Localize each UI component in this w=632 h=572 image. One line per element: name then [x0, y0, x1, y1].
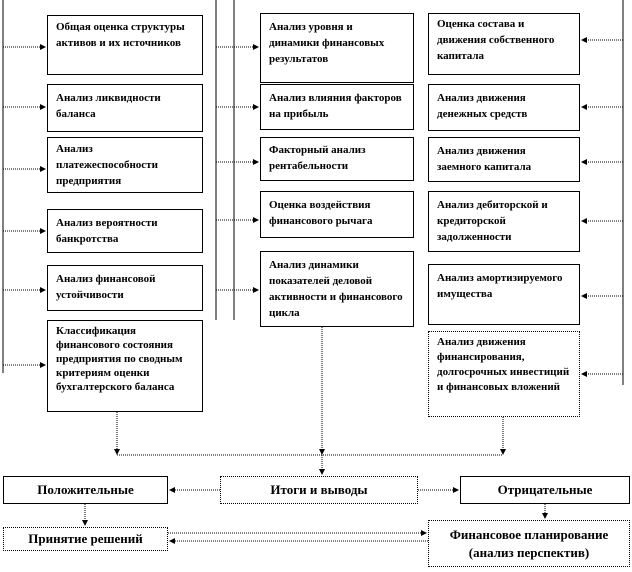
box-financing-investments: Анализ движения финансирования, долгосро…: [428, 331, 580, 417]
box-equity: Оценка состава и движения собственного к…: [428, 13, 580, 75]
box-bankruptcy: Анализ вероятности банкротства: [47, 209, 203, 253]
box-leverage: Оценка воздействия финансового рычага: [260, 191, 414, 238]
box-classification: Классификация финансового состояния пред…: [47, 320, 203, 412]
box-stability: Анализ финансовой устойчивости: [47, 265, 203, 311]
box-profit-factors: Анализ влияния факторов на прибыль: [260, 84, 414, 130]
box-solvency: Анализ платежеспособности предприятия: [47, 137, 203, 193]
box-asset-structure: Общая оценка структуры активов и их исто…: [47, 15, 203, 75]
box-receivables-payables: Анализ дебиторской и кредиторской задолж…: [428, 191, 580, 252]
box-borrowed-capital: Анализ движения заемного капитала: [428, 137, 580, 182]
box-liquidity: Анализ ликвидности баланса: [47, 84, 203, 132]
box-depreciable-property: Анализ амортизируемого имущества: [428, 264, 580, 325]
box-planning: Финансовое планирование (анализ перспект…: [428, 520, 630, 567]
box-cash-flow: Анализ движения денежных средств: [428, 84, 580, 131]
box-financial-results: Анализ уровня и динамики финансовых резу…: [260, 13, 414, 83]
box-decisions: Принятие решений: [3, 527, 168, 551]
box-positive: Положительные: [3, 476, 168, 504]
box-negative: Отрицательные: [460, 476, 630, 504]
box-profitability: Факторный анализ рентабельности: [260, 137, 414, 181]
box-results: Итоги и выводы: [220, 476, 418, 504]
box-business-activity: Анализ динамики показателей деловой акти…: [260, 251, 414, 327]
